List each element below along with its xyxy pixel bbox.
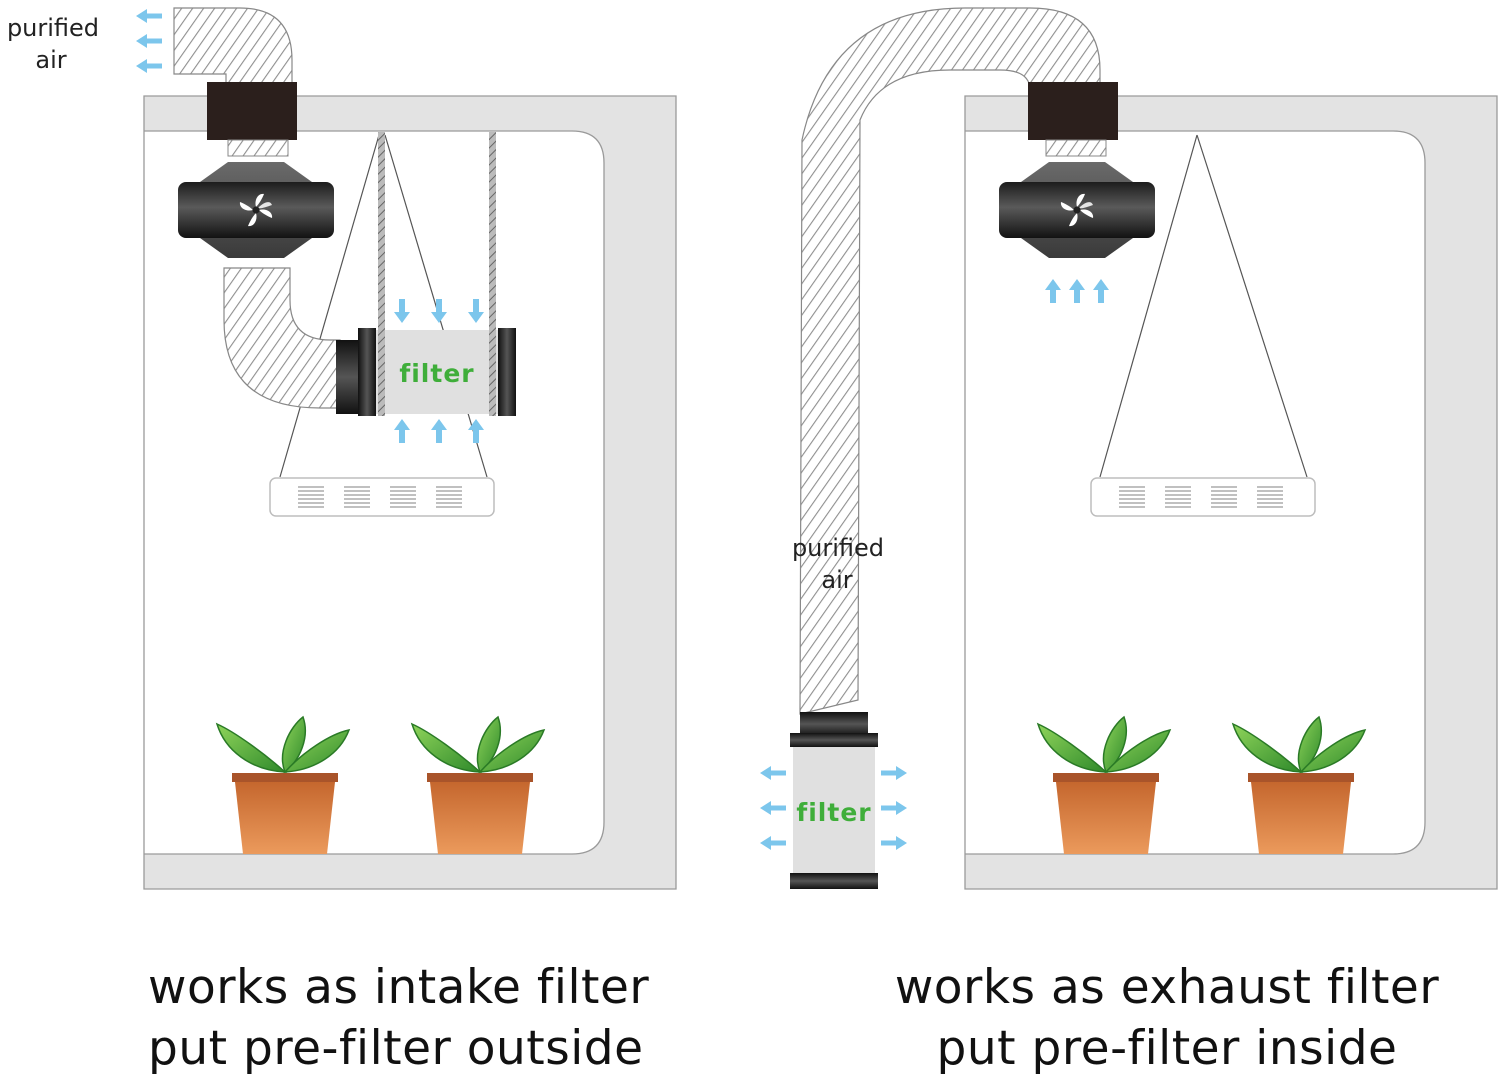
plant-icon [411, 716, 545, 855]
plant-icon [1037, 716, 1171, 855]
fan-icon [178, 162, 334, 258]
plant-icon [1232, 716, 1366, 855]
grow-light-icon [1090, 477, 1316, 517]
left-caption-line1: works as intake filter [148, 960, 650, 1015]
plant-icon [216, 716, 350, 855]
right-panel: filter purified air [760, 7, 1498, 890]
left-filter-label: filter [399, 359, 474, 388]
left-caption: works as intake filter put pre-filter ou… [148, 957, 649, 1079]
left-panel: filter purified air [7, 7, 677, 890]
right-roof-collar [1028, 82, 1118, 140]
carbon-filter-icon [790, 712, 878, 889]
right-caption-line1: works as exhaust filter [894, 960, 1440, 1015]
right-light-hanger [1099, 134, 1308, 478]
left-purified-air-line2: air [35, 46, 66, 74]
carbon-filter-icon [336, 132, 516, 416]
left-caption-line2: put pre-filter outside [148, 1021, 644, 1076]
left-roof-collar [207, 82, 297, 140]
right-purified-air-line1: purified [792, 534, 884, 562]
left-duct-lower [223, 267, 341, 409]
right-tent-frame [964, 95, 1498, 890]
fan-icon [999, 162, 1155, 258]
right-caption-line2: put pre-filter inside [936, 1021, 1398, 1076]
right-filter-label: filter [796, 798, 871, 827]
left-purified-air-line1: purified [7, 14, 99, 42]
left-duct-top [173, 7, 293, 91]
right-purified-air-line2: air [821, 566, 852, 594]
right-caption: works as exhaust filter put pre-filter i… [877, 957, 1457, 1079]
right-exhaust-duct [799, 7, 1101, 715]
left-tent-frame [143, 95, 677, 890]
grow-light-icon [269, 477, 495, 517]
